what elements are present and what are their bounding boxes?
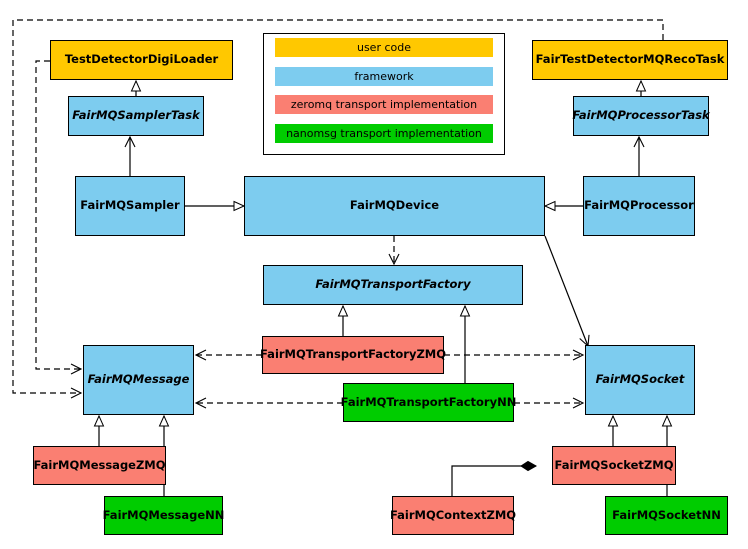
class-label-fairmqsocket: FairMQSocket: [595, 372, 685, 387]
class-label-fairmqprocessor: FairMQProcessor: [584, 198, 694, 213]
class-label-fairmqsampler: FairMQSampler: [80, 198, 180, 213]
legend-item-framework-label: framework: [354, 70, 414, 83]
class-label-fairmqdevice: FairMQDevice: [349, 198, 440, 213]
class-label-fairmqmessage: FairMQMessage: [87, 372, 190, 387]
class-box-testdetectordigiloader[interactable]: TestDetectorDigiLoader: [50, 40, 233, 80]
class-label-fairmqtransportfactoryzmq: FairMQTransportFactoryZMQ: [260, 347, 447, 362]
class-box-fairmqmessage[interactable]: FairMQMessage: [83, 345, 194, 415]
class-box-fairtestdetectormqrecotask[interactable]: FairTestDetectorMQRecoTask: [532, 40, 728, 80]
class-label-fairmqtransportfactorynn: FairMQTransportFactoryNN: [340, 394, 517, 409]
class-box-fairmqsampler[interactable]: FairMQSampler: [75, 176, 185, 236]
class-label-fairmqsocketzmq: FairMQSocketZMQ: [554, 457, 674, 472]
class-label-fairmqsocketnn: FairMQSocketNN: [612, 507, 721, 522]
class-label-fairmqtransportfactory: FairMQTransportFactory: [315, 277, 471, 292]
class-label-fairmqsamplertask: FairMQSamplerTask: [72, 108, 200, 123]
legend-item-zeromq: zeromq transport implementation: [275, 95, 493, 114]
class-box-fairmqtransportfactorynn[interactable]: FairMQTransportFactoryNN: [340, 383, 517, 422]
edge-contextzmq-to-socketzmq: [451, 460, 538, 496]
class-box-fairmqtransportfactory[interactable]: FairMQTransportFactory: [263, 265, 523, 305]
class-box-fairmqsamplertask[interactable]: FairMQSamplerTask: [68, 96, 204, 136]
class-box-fairmqtransportfactoryzmq[interactable]: FairMQTransportFactoryZMQ: [260, 336, 447, 374]
class-label-fairmqmessagenn: FairMQMessageNN: [102, 507, 225, 522]
class-label-fairmqprocessortask: FairMQProcessorTask: [572, 108, 710, 123]
class-box-fairmqsocketzmq[interactable]: FairMQSocketZMQ: [552, 446, 676, 485]
edge-device-to-socket: [544, 235, 590, 348]
class-box-fairmqprocessortask[interactable]: FairMQProcessorTask: [572, 96, 710, 136]
class-box-fairmqsocketnn[interactable]: FairMQSocketNN: [605, 496, 728, 535]
legend-item-nanomsg: nanomsg transport implementation: [275, 124, 493, 143]
legend-item-user-code: user code: [275, 38, 493, 57]
class-label-fairtestdetectormqrecotask: FairTestDetectorMQRecoTask: [535, 52, 725, 67]
class-box-fairmqcontextzmq[interactable]: FairMQContextZMQ: [389, 496, 517, 535]
legend-item-user-code-label: user code: [356, 41, 412, 54]
class-box-fairmqmessagezmq[interactable]: FairMQMessageZMQ: [33, 446, 166, 485]
class-box-fairmqmessagenn[interactable]: FairMQMessageNN: [102, 496, 225, 535]
class-box-fairmqprocessor[interactable]: FairMQProcessor: [583, 176, 695, 236]
legend-item-zeromq-label: zeromq transport implementation: [290, 98, 478, 111]
legend-item-framework: framework: [275, 67, 493, 86]
legend-item-nanomsg-label: nanomsg transport implementation: [286, 127, 482, 140]
class-box-fairmqdevice[interactable]: FairMQDevice: [244, 176, 545, 236]
class-label-testdetectordigiloader: TestDetectorDigiLoader: [64, 52, 219, 67]
class-box-fairmqsocket[interactable]: FairMQSocket: [585, 345, 695, 415]
class-label-fairmqcontextzmq: FairMQContextZMQ: [389, 507, 517, 522]
class-label-fairmqmessagezmq: FairMQMessageZMQ: [33, 457, 166, 472]
